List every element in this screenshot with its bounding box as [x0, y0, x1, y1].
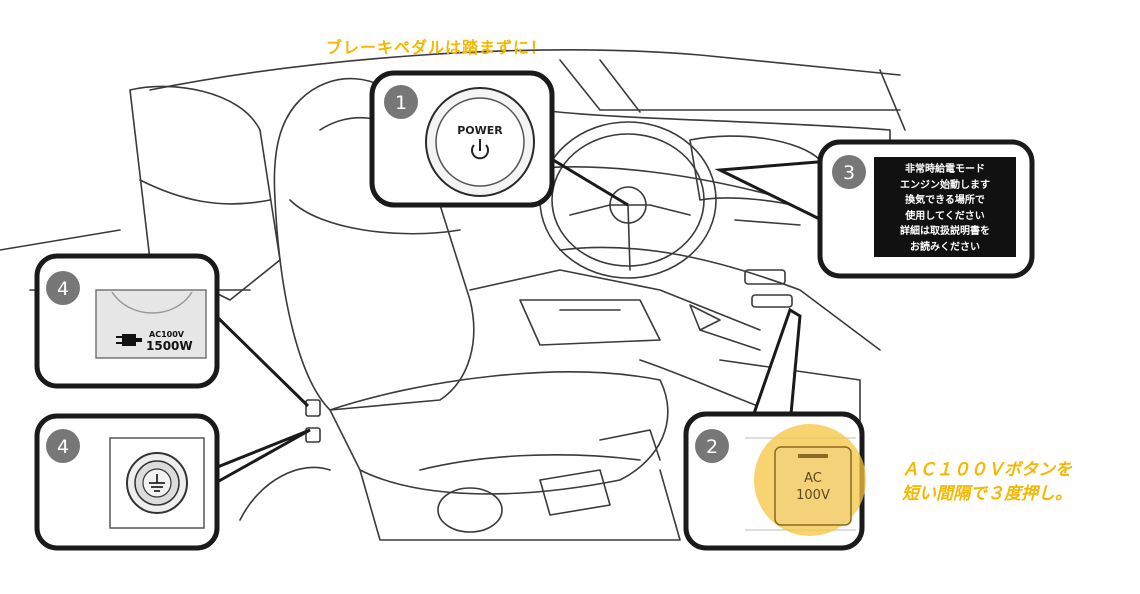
callout-number-2: 2: [706, 436, 718, 458]
callout-badge-4a: [46, 271, 80, 305]
outlet-voltage-label: AC100V: [149, 330, 185, 339]
callout-2-ac100v-button: 2 AC 100V: [683, 307, 866, 551]
instruction-top: ブレーキペダルは踏まずに！: [326, 38, 548, 57]
ac-button-label-line1: AC: [804, 471, 822, 486]
callout-badge-1: [384, 85, 418, 119]
instruction-right-line-1: ＡＣ１００Ｖボタンを: [902, 460, 1072, 480]
power-label: POWER: [457, 124, 503, 137]
callout-number-4a: 4: [57, 278, 69, 300]
warning-line-2: エンジン始動します: [900, 179, 990, 191]
warning-line-5: 詳細は取扱説明書を: [900, 226, 990, 237]
callout-1-power-button: 1 POWER: [369, 70, 629, 208]
callout-4-ac-outlet: 4 AC100V 1500W: [34, 253, 310, 408]
ac-button-label-line2: 100V: [796, 488, 830, 503]
warning-line-6: お読みください: [910, 241, 980, 253]
warning-line-4: 使用してください: [905, 210, 985, 222]
instruction-right: ＡＣ１００Ｖボタンを 短い間隔で３度押し。: [902, 458, 1072, 506]
callout-4-ground-terminal: 4: [34, 413, 311, 551]
callout-number-1: 1: [395, 92, 407, 114]
outlet-wattage-label: 1500W: [146, 339, 193, 353]
callout-number-4b: 4: [57, 436, 69, 458]
instruction-right-line-2: 短い間隔で３度押し。: [902, 484, 1072, 504]
plug-icon: [116, 334, 142, 346]
callout-badge-4b: [46, 429, 80, 463]
power-icon: [471, 139, 489, 160]
callout-badge-2: [695, 429, 729, 463]
callout-number-3: 3: [843, 162, 855, 184]
callout-badge-3: [832, 155, 866, 189]
warning-line-3: 換気できる場所で: [905, 195, 985, 206]
emergency-power-warning: 非常時給電モード エンジン始動します 換気できる場所で 使用してください 詳細は…: [874, 157, 1016, 257]
ground-icon: [149, 474, 165, 492]
warning-line-1: 非常時給電モード: [905, 164, 985, 175]
